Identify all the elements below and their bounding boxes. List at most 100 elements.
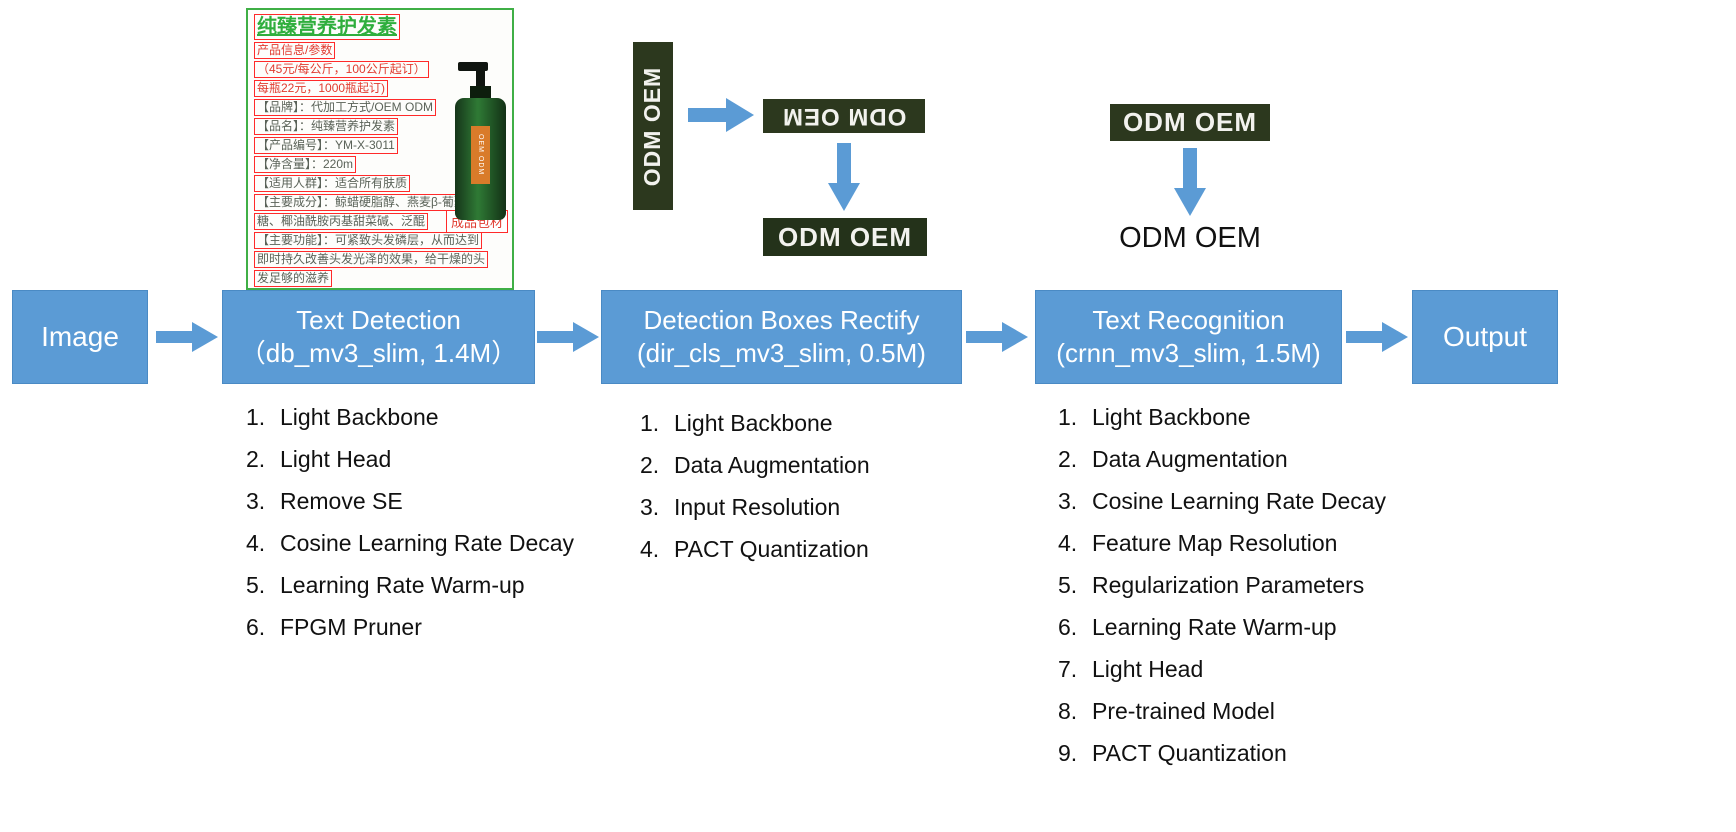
text-recognition-improvements-list: 1. Light Backbone 2. Data Augmentation 3. C… bbox=[1058, 404, 1386, 782]
list-item-number: 5. bbox=[1058, 572, 1078, 598]
odm-rotated-crop-text: ODM OEM bbox=[781, 103, 907, 130]
flow-arrow-right-icon bbox=[537, 322, 599, 352]
pipeline-node-detection-boxes-rectify: Detection Boxes Rectify (dir_cls_mv3_sli… bbox=[601, 290, 962, 384]
list-item-label: Regularization Parameters bbox=[1092, 572, 1365, 598]
list-item-label: Light Head bbox=[1092, 656, 1204, 682]
odm-recognition-input-text: ODM OEM bbox=[1122, 107, 1258, 137]
product-title-row: 纯臻营养护发素 bbox=[254, 14, 506, 41]
list-item-label: Feature Map Resolution bbox=[1092, 530, 1338, 556]
list-item-number: 2. bbox=[1058, 446, 1078, 472]
list-item-label: PACT Quantization bbox=[1092, 740, 1287, 766]
stage-subtitle: (crnn_mv3_slim, 1.5M) bbox=[1056, 338, 1321, 368]
odm-rectified-crop-text: ODM OEM bbox=[777, 221, 913, 252]
list-item: 4.PACT Quantization bbox=[640, 536, 870, 563]
text-detection-improvements-list: 1.Light Backbone 2. Light Head 3. Remove S… bbox=[246, 404, 574, 656]
list-item: 3.Input Resolution bbox=[640, 494, 870, 521]
list-item: 1. Light Backbone bbox=[1058, 404, 1386, 431]
product-text-line: 每瓶22元，1000瓶起订) bbox=[254, 80, 389, 97]
bottle-label-text: OEM ODM bbox=[477, 134, 484, 176]
odm-recognition-output-text: ODM OEM bbox=[1119, 222, 1261, 254]
list-item-number: 4. bbox=[640, 536, 660, 562]
list-item-number: 8. bbox=[1058, 698, 1078, 724]
list-item-label: Cosine Learning Rate Decay bbox=[280, 530, 575, 556]
list-item: 2. Light Head bbox=[246, 446, 574, 473]
list-item-number: 7. bbox=[1058, 656, 1078, 682]
stage-subtitle: (dir_cls_mv3_slim, 0.5M) bbox=[637, 338, 926, 368]
list-item-number: 1. bbox=[246, 404, 266, 430]
list-item: 1.Light Backbone bbox=[246, 404, 574, 431]
flow-arrow-right-icon bbox=[156, 322, 218, 352]
bottle-label: OEM ODM bbox=[471, 126, 490, 184]
list-item-number: 4. bbox=[1058, 530, 1078, 556]
shampoo-bottle-illustration: OEM ODM bbox=[454, 58, 514, 224]
list-item-number: 9. bbox=[1058, 740, 1078, 766]
pipeline-node-image: Image bbox=[12, 290, 148, 384]
odm-rotated-crop: ODM OEM bbox=[763, 99, 925, 133]
product-text-line: 即时持久改善头发光泽的效果，给干燥的头 bbox=[254, 251, 489, 268]
list-item-label: Light Backbone bbox=[674, 410, 833, 436]
recognition-demo-arrow-down-icon bbox=[1174, 148, 1206, 216]
rectify-demo-arrow-down-icon bbox=[828, 143, 860, 211]
stage-subtitle: （db_mv3_slim, 1.4M） bbox=[239, 338, 518, 368]
bottle-body: OEM ODM bbox=[455, 98, 506, 220]
list-item-number: 3. bbox=[246, 488, 266, 514]
product-text-line: 【品牌】：代加工方式/OEM ODM bbox=[254, 99, 436, 116]
product-text-line: 糖、椰油酰胺丙基甜菜碱、泛醌 bbox=[254, 213, 429, 230]
list-item-number: 4. bbox=[246, 530, 266, 556]
product-text-line: 【净含量】：220m bbox=[254, 156, 357, 173]
pipeline-node-image-label: Image bbox=[41, 321, 119, 353]
bottle-pump-neck bbox=[476, 69, 485, 87]
list-item: 3. Remove SE bbox=[246, 488, 574, 515]
list-item-number: 6. bbox=[1058, 614, 1078, 640]
flow-arrow-right-icon bbox=[966, 322, 1028, 352]
list-item: 7. Light Head bbox=[1058, 656, 1386, 683]
list-item: 6. Learning Rate Warm-up bbox=[1058, 614, 1386, 641]
list-item: 4. Feature Map Resolution bbox=[1058, 530, 1386, 557]
pipeline-node-text-recognition: Text Recognition (crnn_mv3_slim, 1.5M) bbox=[1035, 290, 1342, 384]
list-item-number: 3. bbox=[1058, 488, 1078, 514]
list-item: 6. FPGM Pruner bbox=[246, 614, 574, 641]
odm-rectified-crop: ODM OEM bbox=[763, 218, 927, 256]
stage-title: Text Recognition bbox=[1092, 304, 1285, 335]
product-text-line: 【主要功能】：可紧致头发磷层，从而达到 bbox=[254, 232, 483, 249]
detection-boxes-rectify-improvements-list: 1. Light Backbone 2. Data Augmentation 3.I… bbox=[640, 410, 870, 578]
list-item: 3. Cosine Learning Rate Decay bbox=[1058, 488, 1386, 515]
list-item-label: Pre-trained Model bbox=[1092, 698, 1275, 724]
list-item-label: Data Augmentation bbox=[674, 452, 870, 478]
list-item-label: Remove SE bbox=[280, 488, 403, 514]
list-item-label: Learning Rate Warm-up bbox=[1092, 614, 1337, 640]
list-item-number: 6. bbox=[246, 614, 266, 640]
stage-title: Text Detection bbox=[296, 304, 461, 335]
bottle-pump-spout bbox=[458, 62, 488, 71]
odm-vertical-crop: ODM OEM bbox=[633, 42, 673, 210]
product-text-line: 发足够的滋养 bbox=[254, 270, 333, 287]
list-item-label: Cosine Learning Rate Decay bbox=[1092, 488, 1387, 514]
list-item: 1. Light Backbone bbox=[640, 410, 870, 437]
list-item-number: 1. bbox=[640, 410, 660, 436]
list-item-label: Data Augmentation bbox=[1092, 446, 1288, 472]
sample-product-image: 纯臻营养护发素 产品信息/参数 （45元/每公斤，100公斤起订） 每瓶22元，… bbox=[246, 8, 514, 290]
product-title: 纯臻营养护发素 bbox=[254, 14, 400, 40]
list-item-number: 1. bbox=[1058, 404, 1078, 430]
flow-arrow-right-icon bbox=[1346, 322, 1408, 352]
product-text-line: 【品名】：纯臻营养护发素 bbox=[254, 118, 399, 135]
list-item-label: Learning Rate Warm-up bbox=[280, 572, 525, 598]
list-item-number: 2. bbox=[246, 446, 266, 472]
product-text-line: 【主要成分】：鲸蜡硬脂醇、燕麦β-葡聚 bbox=[254, 194, 469, 211]
list-item: 2. Data Augmentation bbox=[640, 452, 870, 479]
list-item-label: Light Head bbox=[280, 446, 392, 472]
stage-title: Detection Boxes Rectify bbox=[643, 304, 920, 335]
product-text-line: 【适用人群】：适合所有肤质 bbox=[254, 175, 411, 192]
list-item-label: FPGM Pruner bbox=[280, 614, 422, 640]
list-item: 8. Pre-trained Model bbox=[1058, 698, 1386, 725]
rectify-demo-arrow-right-icon bbox=[688, 98, 754, 132]
product-text-line: （45元/每公斤，100公斤起订） bbox=[254, 61, 429, 78]
product-text-line: 【产品编号】：YM-X-3011 bbox=[254, 137, 398, 154]
pipeline-node-output: Output bbox=[1412, 290, 1558, 384]
product-text-line: 产品信息/参数 bbox=[254, 42, 336, 59]
pipeline-node-text-detection: Text Detection （db_mv3_slim, 1.4M） bbox=[222, 290, 535, 384]
list-item-number: 2. bbox=[640, 452, 660, 478]
list-item-label: Light Backbone bbox=[1092, 404, 1251, 430]
odm-vertical-crop-text: ODM OEM bbox=[639, 66, 666, 186]
